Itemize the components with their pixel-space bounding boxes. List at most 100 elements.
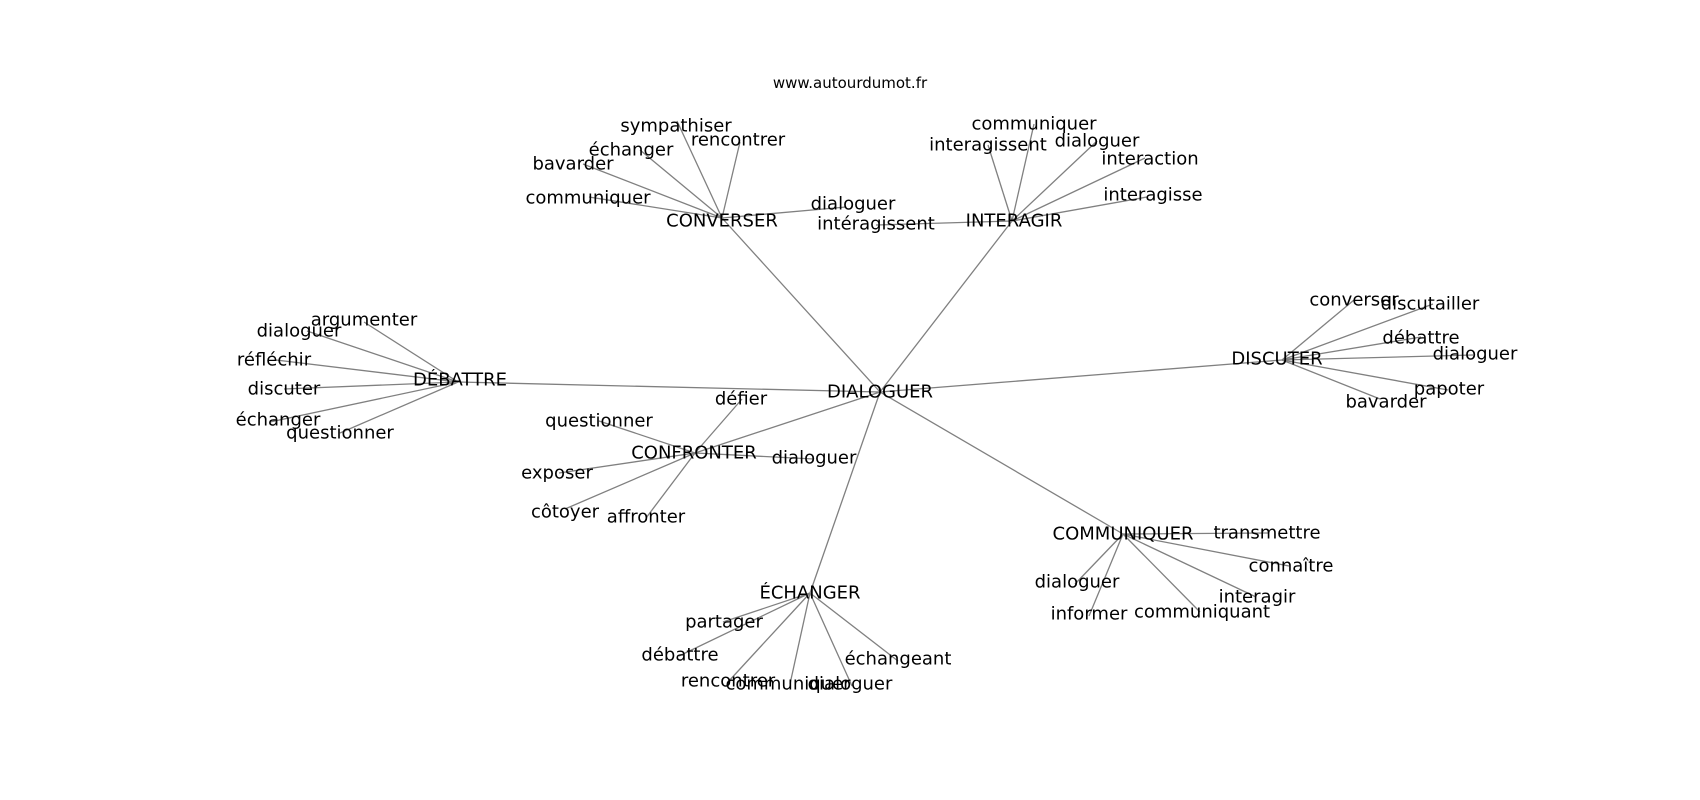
word-node-label: discutailler bbox=[1381, 294, 1480, 315]
hub-node-label: DISCUTER bbox=[1231, 349, 1322, 370]
center-node-label: DIALOGUER bbox=[827, 382, 933, 403]
word-node-label: communiquant bbox=[1134, 602, 1270, 623]
edge-hub-to-word bbox=[875, 220, 1013, 226]
edge-hub-to-word bbox=[809, 592, 899, 662]
hub-node-label: CONFRONTER bbox=[631, 443, 757, 464]
edge-hub-to-word bbox=[582, 163, 723, 219]
word-node-label: questionner bbox=[545, 411, 653, 432]
word-node-label: communiquer bbox=[971, 114, 1097, 135]
edge-hub-to-word bbox=[1122, 533, 1290, 567]
edge-hub-to-word bbox=[1011, 140, 1098, 222]
word-node-label: dialoguer bbox=[1035, 572, 1120, 593]
word-node-label: communiquer bbox=[725, 674, 851, 695]
edge-hub-to-word bbox=[721, 141, 741, 219]
word-node-label: connaître bbox=[1249, 556, 1334, 577]
hub-node-label: INTERAGIR bbox=[966, 211, 1063, 232]
edge-hub-to-word bbox=[639, 149, 723, 219]
word-node-label: défier bbox=[715, 389, 768, 410]
edge-hub-to-word bbox=[694, 398, 743, 454]
edges-layer bbox=[269, 120, 1474, 687]
edge-hub-to-word bbox=[1011, 157, 1146, 222]
word-node-label: échanger bbox=[589, 140, 674, 161]
word-node-label: communiquer bbox=[525, 188, 651, 209]
word-node-label: papoter bbox=[1414, 379, 1485, 400]
edge-hub-to-word bbox=[1281, 359, 1381, 400]
edge-hub-to-word bbox=[1281, 354, 1474, 361]
word-node-label: dialoguer bbox=[811, 194, 896, 215]
edge-hub-to-word bbox=[598, 420, 696, 454]
word-node-label: interagissent bbox=[929, 135, 1047, 156]
edge-hub-to-word bbox=[721, 206, 847, 219]
edge-hub-to-word bbox=[564, 452, 696, 510]
word-node-label: dialoguer bbox=[1055, 131, 1140, 152]
word-node-label: échanger bbox=[236, 410, 321, 431]
word-node-label: intéragissent bbox=[817, 214, 935, 235]
edge-hub-to-word bbox=[1281, 303, 1434, 361]
word-node-label: exposer bbox=[521, 463, 593, 484]
word-node-label: échangeant bbox=[845, 649, 952, 670]
edge-hub-to-word bbox=[722, 592, 811, 623]
word-node-label: converser bbox=[1309, 290, 1399, 311]
hub-node-label: ÉCHANGER bbox=[759, 582, 860, 604]
word-node-label: interagisse bbox=[1103, 185, 1202, 206]
edge-hub-to-word bbox=[727, 592, 811, 683]
edge-hub-to-word bbox=[1122, 533, 1257, 598]
word-node-label: dialoguer bbox=[1433, 344, 1518, 365]
edge-center-to-hub bbox=[694, 391, 881, 454]
word-node-label: sympathiser bbox=[620, 116, 732, 137]
edge-hub-to-word bbox=[306, 330, 459, 383]
edge-hub-to-word bbox=[676, 120, 723, 219]
word-node-label: rencontrer bbox=[681, 671, 776, 692]
edge-hub-to-word bbox=[1122, 532, 1269, 535]
edge-hub-to-word bbox=[1281, 336, 1422, 361]
word-node-label: dialoguer bbox=[257, 321, 342, 342]
edge-center-to-hub bbox=[879, 391, 1124, 535]
edge-hub-to-word bbox=[987, 144, 1013, 222]
edge-hub-to-word bbox=[1281, 359, 1449, 391]
word-node-label: affronter bbox=[607, 507, 686, 528]
word-node-label: rencontrer bbox=[691, 130, 786, 151]
edge-hub-to-word bbox=[275, 359, 459, 383]
word-node-label: débattre bbox=[1382, 328, 1459, 349]
edge-center-to-hub bbox=[457, 381, 881, 393]
word-node-label: bavarder bbox=[532, 154, 614, 175]
edge-hub-to-word bbox=[678, 592, 811, 657]
word-node-label: réfléchir bbox=[237, 350, 312, 371]
edge-center-to-hub bbox=[721, 217, 881, 393]
edge-hub-to-word bbox=[1281, 299, 1355, 361]
edge-hub-to-word bbox=[283, 381, 459, 390]
edge-center-to-hub bbox=[879, 220, 1013, 393]
edge-hub-to-word bbox=[339, 381, 459, 434]
hub-node-label: DÉBATTRE bbox=[413, 369, 507, 391]
word-node-label: débattre bbox=[641, 645, 718, 666]
labels-layer: DIALOGUERCONVERSERsympathiserrencontreré… bbox=[236, 114, 1518, 695]
edge-center-to-hub bbox=[809, 391, 881, 594]
edge-hub-to-word bbox=[269, 381, 459, 423]
word-node-label: discuter bbox=[248, 379, 321, 400]
word-node-label: transmettre bbox=[1213, 523, 1320, 544]
hub-node-label: COMMUNIQUER bbox=[1053, 524, 1194, 545]
edge-hub-to-word bbox=[1011, 196, 1148, 222]
edge-hub-to-word bbox=[363, 321, 459, 383]
hub-node-label: CONVERSER bbox=[666, 211, 778, 232]
edge-hub-to-word bbox=[1074, 533, 1124, 585]
word-node-label: dialoguer bbox=[808, 674, 893, 695]
word-node-label: questionner bbox=[286, 423, 394, 444]
word-node-label: côtoyer bbox=[531, 502, 600, 523]
word-node-label: interagir bbox=[1219, 587, 1296, 608]
word-node-label: informer bbox=[1051, 604, 1128, 625]
edge-hub-to-word bbox=[1122, 533, 1201, 613]
site-url-label: www.autourdumot.fr bbox=[773, 74, 928, 92]
edge-hub-to-word bbox=[694, 452, 815, 460]
word-node-label: partager bbox=[685, 612, 763, 633]
word-node-label: argumenter bbox=[311, 310, 418, 331]
word-node-label: interaction bbox=[1101, 149, 1198, 170]
edge-hub-to-word bbox=[1011, 123, 1035, 222]
edge-hub-to-word bbox=[558, 452, 696, 474]
word-node-label: dialoguer bbox=[772, 448, 857, 469]
edge-hub-to-word bbox=[588, 196, 723, 219]
word-node-label: bavarder bbox=[1345, 392, 1427, 413]
edge-hub-to-word bbox=[789, 592, 811, 685]
edge-hub-to-word bbox=[809, 592, 853, 687]
